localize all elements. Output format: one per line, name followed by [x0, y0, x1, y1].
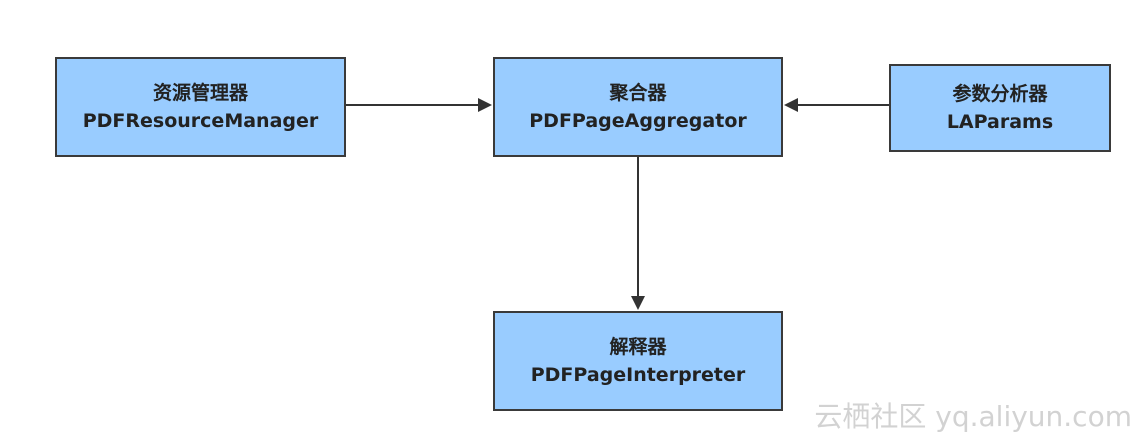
- node-laparams-en-label: LAParams: [946, 111, 1054, 133]
- node-aggregator: 聚合器 PDFPageAggregator: [493, 57, 783, 157]
- node-laparams: 参数分析器 LAParams: [889, 64, 1111, 152]
- node-interpreter-en-label: PDFPageInterpreter: [530, 364, 746, 386]
- node-interpreter: 解释器 PDFPageInterpreter: [493, 311, 783, 411]
- node-interpreter-cn-label: 解释器: [609, 336, 667, 358]
- node-resource-manager-en-label: PDFResourceManager: [82, 110, 319, 132]
- node-resource-manager-cn-label: 资源管理器: [152, 82, 248, 104]
- node-resource-manager: 资源管理器 PDFResourceManager: [55, 57, 346, 157]
- node-laparams-cn-label: 参数分析器: [952, 83, 1048, 105]
- node-aggregator-cn-label: 聚合器: [609, 82, 667, 104]
- watermark: 云栖社区 yq.aliyun.com: [814, 400, 1132, 433]
- node-aggregator-en-label: PDFPageAggregator: [529, 110, 747, 132]
